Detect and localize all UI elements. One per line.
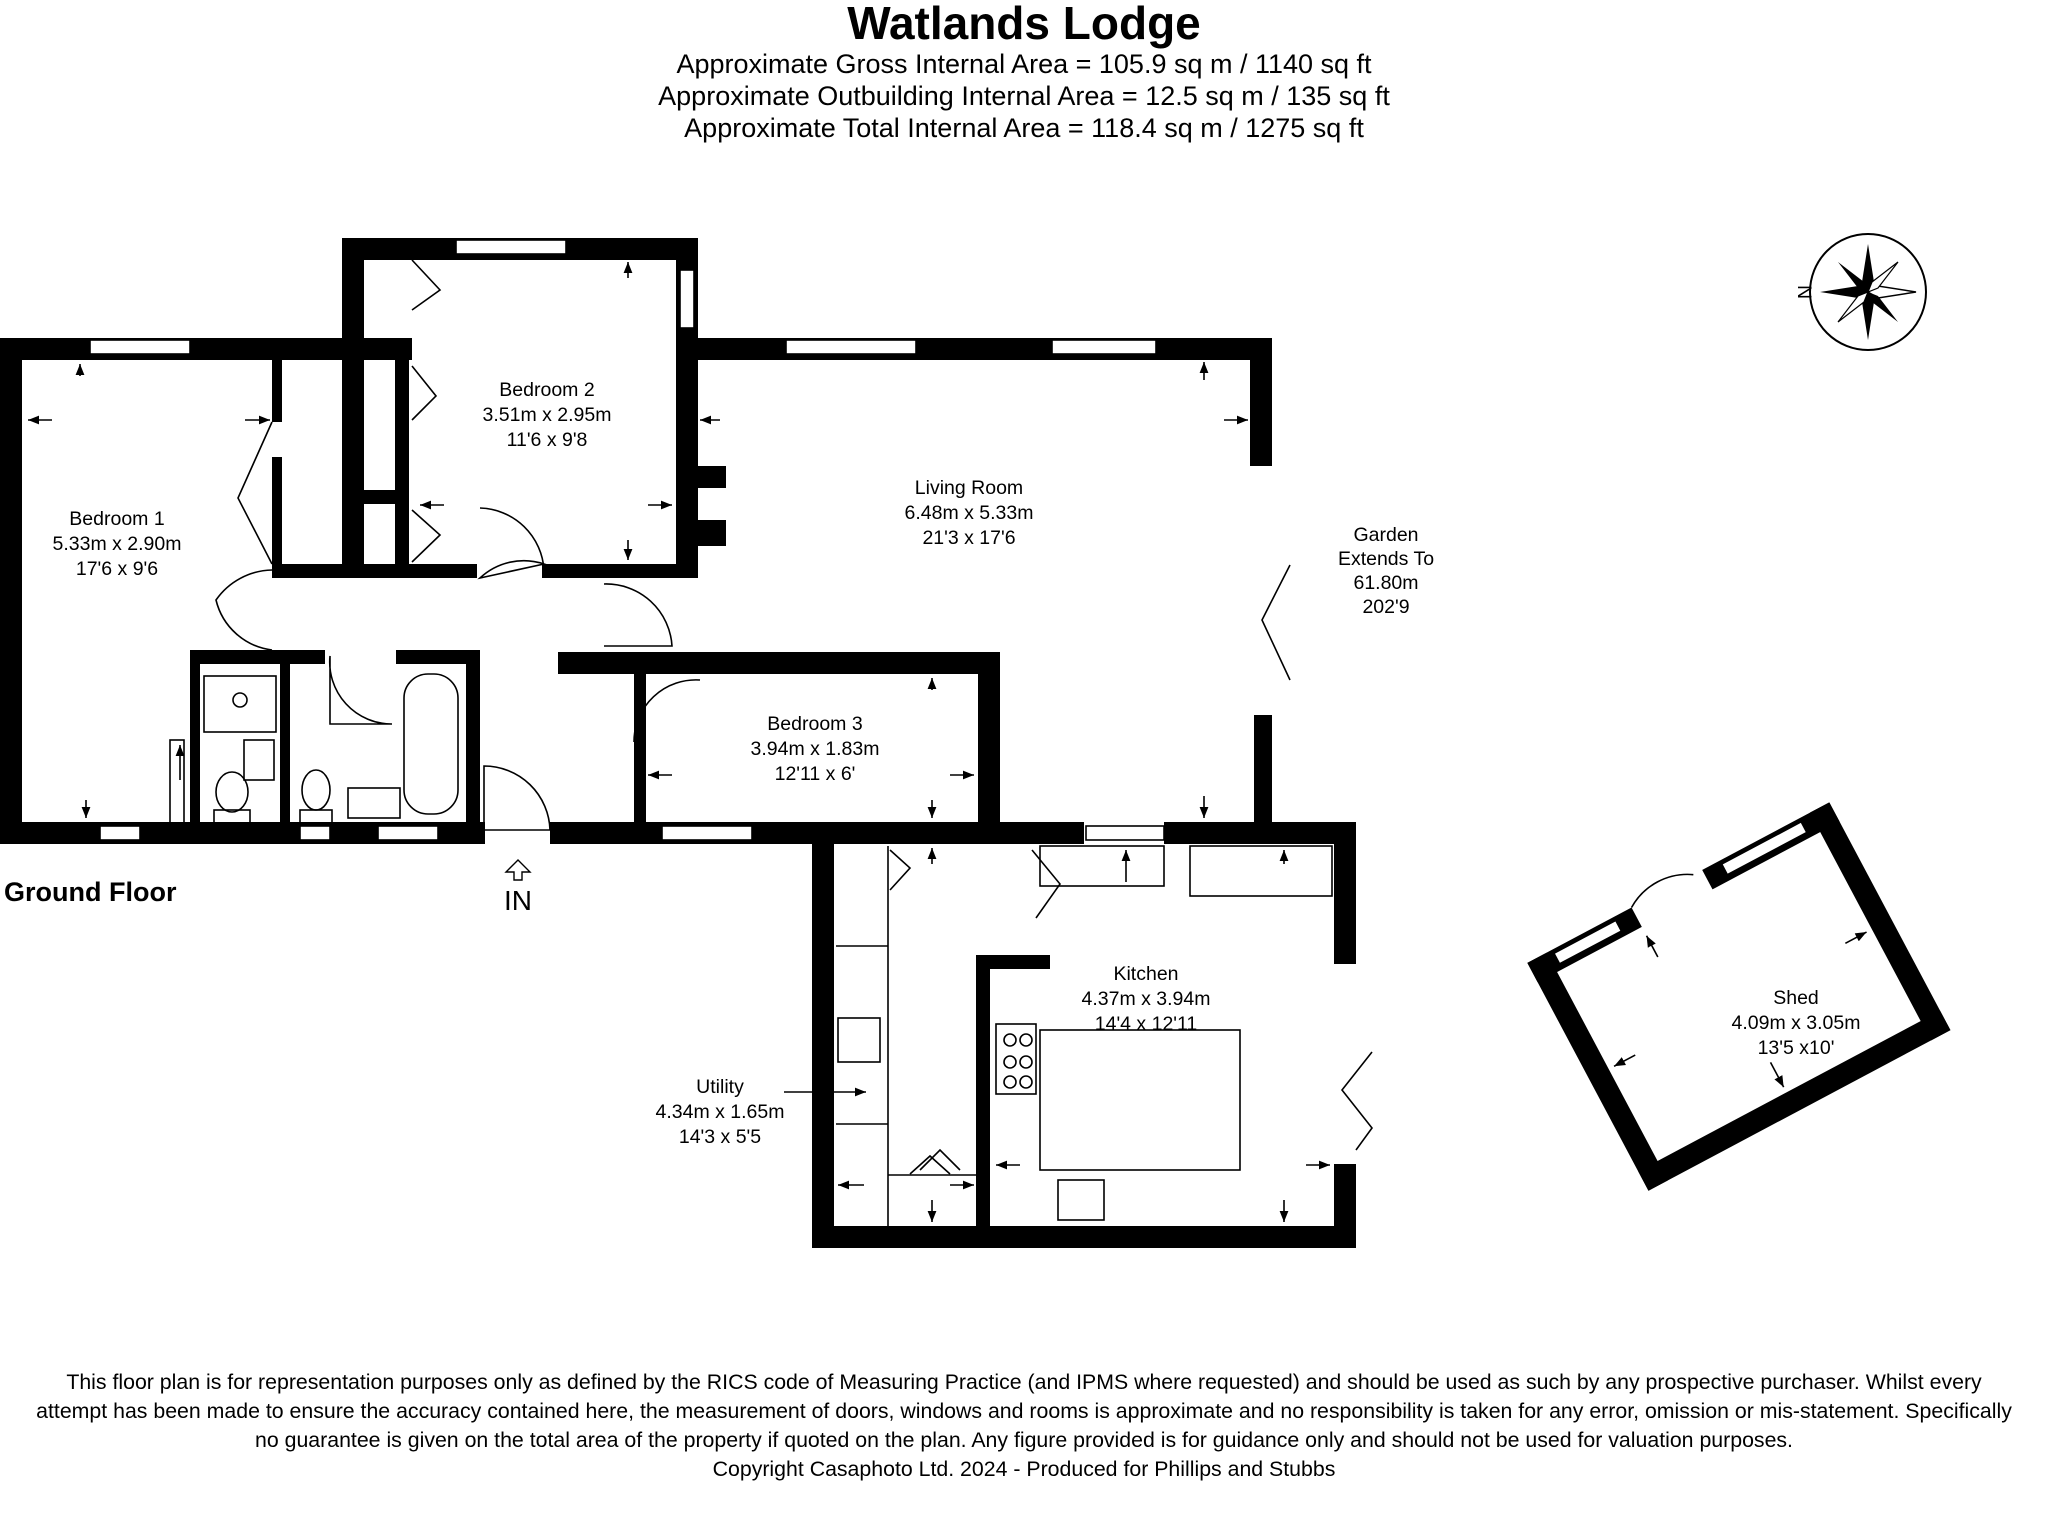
living-room-name: Living Room [915,477,1023,499]
garden-label-line4: 202'9 [1362,596,1409,618]
shed [1527,802,1951,1191]
utility-name: Utility [696,1076,744,1098]
footer: This floor plan is for representation pu… [30,1368,2018,1484]
room-labels: Bedroom 1 5.33m x 2.90m 17'6 x 9'6 Bedro… [53,379,1861,1148]
shed-metric: 4.09m x 3.05m [1732,1012,1861,1034]
disclaimer-text: This floor plan is for representation pu… [36,1370,2012,1452]
living-room-metric: 6.48m x 5.33m [905,502,1034,524]
floor-label: Ground Floor [4,877,177,907]
bedroom1-imperial: 17'6 x 9'6 [76,558,158,580]
header: Watlands Lodge Approximate Gross Interna… [0,0,2048,144]
bedroom1-metric: 5.33m x 2.90m [53,533,182,555]
bedroom1-name: Bedroom 1 [69,508,164,530]
bedroom3-metric: 3.94m x 1.83m [751,738,880,760]
utility-metric: 4.34m x 1.65m [656,1101,785,1123]
garden-label-line3: 61.80m [1353,572,1418,594]
bedroom3-imperial: 12'11 x 6' [775,763,856,785]
kitchen-name: Kitchen [1113,963,1178,985]
kitchen-metric: 4.37m x 3.94m [1082,988,1211,1010]
utility-imperial: 14'3 x 5'5 [679,1126,761,1148]
kitchen-imperial: 14'4 x 12'11 [1095,1013,1198,1035]
living-room-imperial: 21'3 x 17'6 [922,527,1015,549]
bedroom2-name: Bedroom 2 [499,379,594,401]
bedroom3-name: Bedroom 3 [767,713,862,735]
entrance-label: IN [504,885,532,916]
total-internal-area: Approximate Total Internal Area = 118.4 … [684,113,1364,143]
garden-label-line1: Garden [1353,524,1418,546]
doors [215,259,1374,1151]
outbuilding-internal-area: Approximate Outbuilding Internal Area = … [658,81,1390,111]
windows [89,239,1165,841]
garden-label-line2: Extends To [1338,548,1434,570]
copyright-text: Copyright Casaphoto Ltd. 2024 - Produced… [712,1457,1336,1481]
compass-icon: N [1793,233,1927,351]
property-title: Watlands Lodge [847,0,1201,49]
bedroom2-imperial: 11'6 x 9'8 [507,429,588,451]
gross-internal-area: Approximate Gross Internal Area = 105.9 … [676,49,1372,79]
shed-name: Shed [1773,987,1819,1009]
compass-north-label: N [1793,285,1815,299]
dimension-arrows [28,262,1330,1222]
walls [0,238,1356,1248]
bedroom2-metric: 3.51m x 2.95m [483,404,612,426]
shed-imperial: 13'5 x10' [1758,1037,1835,1059]
entrance-arrow-icon [504,859,532,881]
fixtures [169,673,1333,1226]
